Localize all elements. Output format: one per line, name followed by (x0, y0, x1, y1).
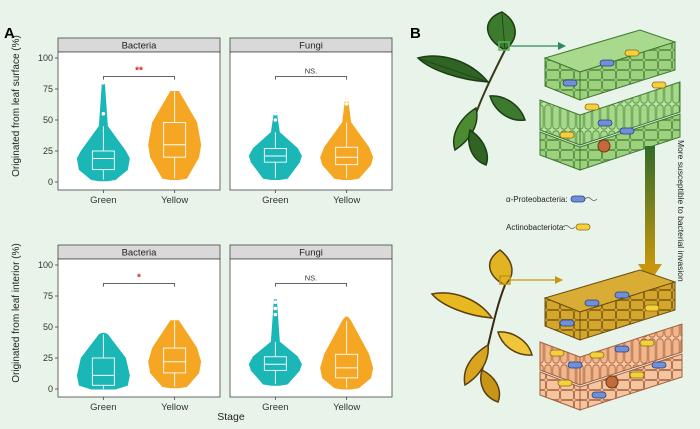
y-tick-label: 75 (43, 291, 53, 301)
box (335, 353, 359, 379)
significance-bracket (274, 283, 348, 287)
significance-bracket (102, 76, 176, 80)
outlier-point (273, 118, 278, 122)
box (91, 150, 115, 171)
panel-b-label: B (410, 25, 421, 42)
y-tick-label: 25 (43, 146, 53, 156)
y-tick-label: 50 (43, 115, 53, 125)
x-axis-label: Stage (217, 411, 245, 423)
facet-strip-label: Fungi (299, 248, 323, 259)
facet-strip-label: Bacteria (122, 41, 158, 52)
y-tick-label: 100 (38, 260, 53, 270)
yellow-leaf-cross-section (539, 269, 683, 411)
x-tick-label: Green (90, 195, 116, 206)
panel-a-label: A (4, 25, 15, 42)
y-tick-label: 0 (48, 384, 53, 394)
y-axis-label-surface: Originated from leaf surface (%) (11, 35, 22, 177)
outlier-point (344, 102, 349, 106)
significance-label: * (137, 273, 141, 284)
box (263, 148, 287, 163)
x-tick-label: Green (262, 402, 288, 413)
green-leaves-illustration (416, 11, 566, 166)
leaf-diagram: α-Proteobacteria: Actinobacteriota: More… (416, 11, 686, 411)
y-tick-label: 25 (43, 353, 53, 363)
y-tick-label: 75 (43, 84, 53, 94)
proteobacteria-icon (570, 195, 586, 203)
significance-bracket (102, 283, 176, 287)
susceptibility-arrow (638, 146, 662, 282)
significance-label: NS. (305, 67, 318, 76)
x-tick-label: Yellow (333, 402, 360, 413)
actinobacteriota-icon (575, 223, 591, 231)
outlier-point (273, 300, 278, 305)
facet-strip-label: Fungi (299, 41, 323, 52)
yellow-leaves-illustration (430, 249, 563, 403)
outlier-point (101, 81, 106, 85)
outlier-point (273, 112, 278, 116)
violin (148, 320, 202, 389)
violin (148, 90, 202, 181)
significance-label: ** (135, 66, 143, 77)
box (163, 347, 187, 374)
x-tick-label: Yellow (333, 195, 360, 206)
arrow-label: More susceptible to bacterial invasion (676, 140, 686, 282)
box (91, 357, 115, 386)
significance-label: NS. (305, 274, 318, 283)
outlier-point (273, 306, 278, 311)
legend-proteobacteria: α-Proteobacteria: (506, 195, 568, 204)
x-tick-label: Green (90, 402, 116, 413)
facet-strip-label: Bacteria (122, 248, 158, 259)
legend-actinobacteriota: Actinobacteriota: (506, 223, 566, 232)
box (335, 146, 359, 166)
y-axis-label-interior: Originated from leaf interior (%) (11, 243, 22, 383)
y-tick-label: 100 (38, 53, 53, 63)
outlier-point (101, 112, 106, 116)
x-tick-label: Yellow (161, 195, 188, 206)
outlier-point (344, 98, 349, 102)
outlier-point (273, 312, 278, 317)
significance-bracket (274, 76, 348, 80)
box (263, 356, 287, 371)
x-tick-label: Yellow (161, 402, 188, 413)
box (163, 122, 187, 158)
y-tick-label: 0 (48, 177, 53, 187)
y-tick-label: 50 (43, 322, 53, 332)
x-tick-label: Green (262, 195, 288, 206)
green-leaf-cross-section (539, 29, 681, 171)
